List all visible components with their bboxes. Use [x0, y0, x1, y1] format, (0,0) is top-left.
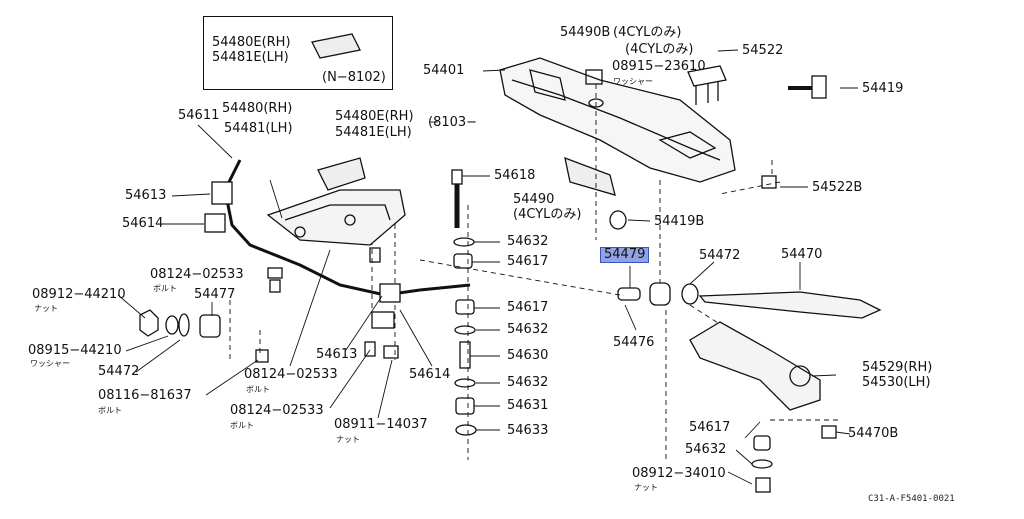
inset-note: (N−8102) — [322, 70, 386, 85]
label-54480E-rh: 54480E(RH) — [335, 109, 414, 124]
label-54477: 54477 — [194, 287, 236, 302]
label-54470: 54470 — [781, 247, 823, 262]
label-bolt-4: ボルト — [230, 421, 254, 430]
label-nut-3: ナット — [634, 483, 658, 492]
label-54522: 54522 — [742, 43, 784, 58]
label-54472-right: 54472 — [699, 248, 741, 263]
label-54419B: 54419B — [654, 214, 705, 229]
label-54613-left: 54613 — [125, 188, 167, 203]
label-54530-lh: 54530(LH) — [862, 375, 931, 390]
lower-bracket-shape — [266, 189, 406, 246]
label-54522B: 54522B — [812, 180, 863, 195]
label-08911-14037: 08911−14037 — [334, 417, 428, 432]
label-54481-lh: 54481(LH) — [224, 121, 293, 136]
label-54419: 54419 — [862, 81, 904, 96]
label-54472-left: 54472 — [98, 364, 140, 379]
label-54632-b: 54632 — [507, 322, 549, 337]
label-08915-44210: 08915−44210 — [28, 343, 122, 358]
label-54611: 54611 — [178, 108, 220, 123]
figure-code: C31-A-F5401-0021 — [868, 494, 955, 504]
label-08124-02533-c: 08124−02533 — [230, 403, 324, 418]
label-54490B: 54490B — [560, 25, 611, 40]
label-bolt-1: ボルト — [153, 284, 177, 293]
label-54633: 54633 — [507, 423, 549, 438]
label-bolt-3: ボルト — [246, 385, 270, 394]
label-08124-02533-a: 08124−02533 — [150, 267, 244, 282]
label-54617-b: 54617 — [507, 300, 549, 315]
label-54614-left: 54614 — [122, 216, 164, 231]
label-bolt-2: ボルト — [98, 406, 122, 415]
label-54490-note: (4CYLのみ) — [513, 207, 582, 222]
lower-arm-shape — [689, 321, 821, 411]
inset-line2: 54481E(LH) — [212, 50, 289, 65]
label-54481E-lh: 54481E(LH) — [335, 125, 412, 140]
crossmember-shape — [499, 57, 736, 183]
label-54632-c: 54632 — [507, 375, 549, 390]
label-54480-rh: 54480(RH) — [222, 101, 293, 116]
label-washer-1: ワッシャー — [613, 77, 653, 86]
label-nut-2: ナット — [336, 435, 360, 444]
label-nut-1: ナット — [34, 304, 58, 313]
label-54632-a: 54632 — [507, 234, 549, 249]
inset-box — [203, 16, 393, 90]
label-54470B: 54470B — [848, 426, 899, 441]
label-08124-02533-b: 08124−02533 — [244, 367, 338, 382]
label-54476: 54476 — [613, 335, 655, 350]
label-54479-highlighted[interactable]: 54479 — [600, 247, 650, 263]
label-54401: 54401 — [423, 63, 465, 78]
label-08915-23610: 08915−23610 — [612, 59, 706, 74]
label-54529-rh: 54529(RH) — [862, 360, 933, 375]
label-54617-c: 54617 — [689, 420, 731, 435]
label-08912-44210: 08912−44210 — [32, 287, 126, 302]
label-54490: 54490 — [513, 192, 555, 207]
label-54617-a: 54617 — [507, 254, 549, 269]
label-54613-mid: 54613 — [316, 347, 358, 362]
label-08116-81637: 08116−81637 — [98, 388, 192, 403]
label-54631: 54631 — [507, 398, 549, 413]
label-08912-34010: 08912−34010 — [632, 466, 726, 481]
label-54490B-note: (4CYLのみ) — [613, 25, 682, 40]
label-54630: 54630 — [507, 348, 549, 363]
label-8103: (8103− — [428, 115, 478, 130]
label-washer-2: ワッシャー — [30, 359, 70, 368]
label-4cyl-top: (4CYLのみ) — [625, 42, 694, 57]
label-54618: 54618 — [494, 168, 536, 183]
label-54614-mid: 54614 — [409, 367, 451, 382]
label-54632-d: 54632 — [685, 442, 727, 457]
strut-rod-shape — [698, 291, 882, 319]
inset-line1: 54480E(RH) — [212, 35, 291, 50]
